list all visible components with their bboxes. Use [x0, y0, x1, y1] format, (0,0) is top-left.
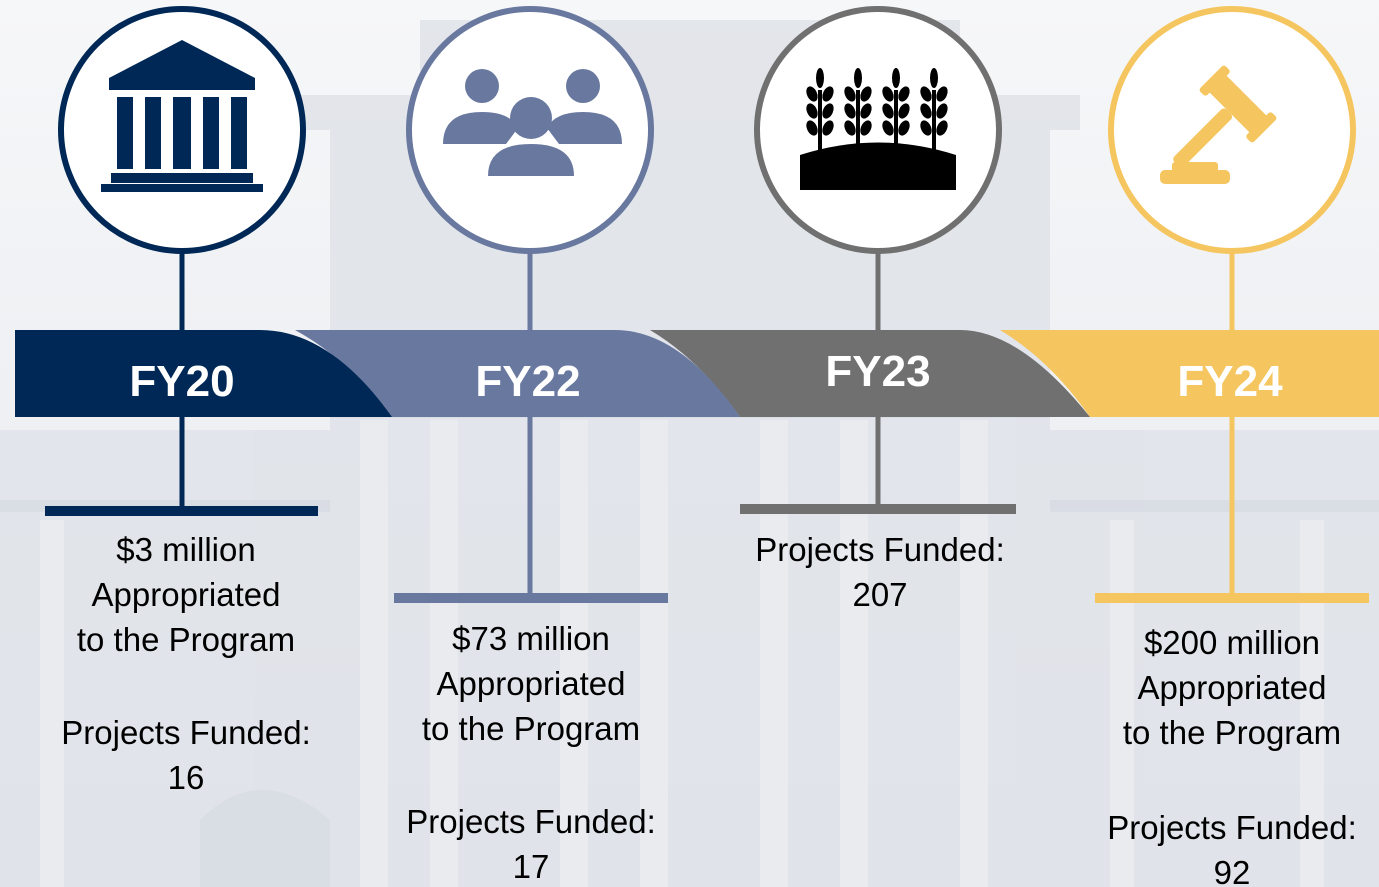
fy20-horizontal-bar [45, 506, 318, 516]
fy24-year-label: FY24 [1177, 357, 1283, 406]
fy24-projects-funded-text: Projects Funded: 92 [1107, 809, 1357, 887]
fy23-horizontal-bar [740, 504, 1016, 514]
gavel-icon [1160, 65, 1277, 184]
fy22-appropriation-text: $73 million Appropriated to the Program [421, 620, 641, 747]
fy20-ribbon [15, 330, 392, 417]
people-group-icon [443, 69, 622, 176]
fy23-ribbon [650, 330, 1090, 417]
fy22-projects-funded-text: Projects Funded: 17 [406, 803, 656, 885]
wheat-field-icon [800, 68, 956, 190]
government-building-icon [101, 40, 263, 192]
fy20-projects-funded-text: Projects Funded: 16 [61, 714, 311, 796]
fy22-year-label: FY22 [475, 357, 580, 406]
fy24-horizontal-bar [1095, 593, 1369, 603]
fy24-appropriation-text: $200 million Appropriated to the Program [1122, 624, 1342, 751]
fy20-appropriation-text: $3 million Appropriated to the Program [76, 531, 296, 658]
fy23-year-label: FY23 [825, 347, 930, 396]
fy24-ribbon [1000, 330, 1379, 417]
fy23-projects-funded-text: Projects Funded: 207 [755, 531, 1005, 613]
fy24-icon-circle [1108, 6, 1356, 254]
fy23-icon-circle [754, 6, 1002, 254]
fy22-ribbon [295, 330, 740, 417]
fy20-year-label: FY20 [129, 357, 234, 406]
fy22-horizontal-bar [394, 593, 668, 603]
